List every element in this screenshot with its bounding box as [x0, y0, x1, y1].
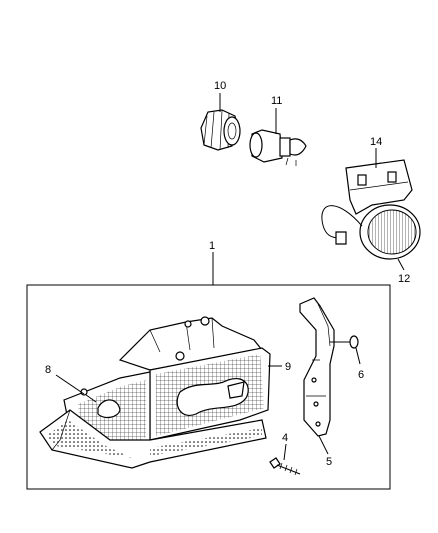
- push-pin-fastener: [330, 335, 359, 349]
- callout-9: 9: [285, 361, 291, 373]
- bulb-socket: [200, 109, 241, 151]
- callout-12: 12: [398, 273, 410, 285]
- callout-5: 5: [326, 456, 332, 468]
- bulb: [249, 129, 307, 166]
- callout-6: 6: [358, 369, 364, 381]
- assembly-frame: [26, 284, 391, 490]
- fog-lamp-bracket: [345, 159, 413, 215]
- leader-4: [283, 443, 287, 461]
- screw: [269, 457, 301, 476]
- leader-5: [318, 435, 329, 455]
- leader-12: [397, 258, 405, 271]
- callout-14: 14: [370, 136, 382, 148]
- callout-8: 8: [45, 364, 51, 376]
- headlamp-mounting-bracket: [299, 297, 335, 437]
- callout-4: 4: [282, 432, 288, 444]
- fog-lamp: [321, 204, 421, 260]
- headlamp-assembly: [39, 316, 271, 469]
- callout-10: 10: [214, 80, 226, 92]
- callout-11: 11: [271, 95, 282, 107]
- leader-6: [355, 347, 361, 365]
- leader-8: [55, 374, 85, 395]
- callout-1: 1: [209, 240, 215, 252]
